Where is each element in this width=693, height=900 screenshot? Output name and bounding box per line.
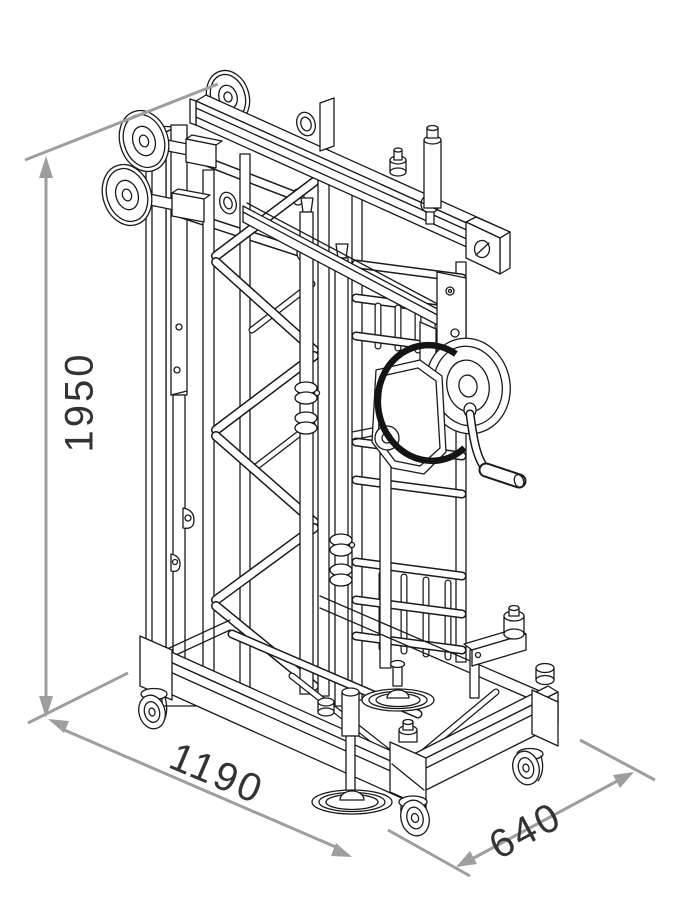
pulley-wheel-lower <box>101 163 153 227</box>
boom-roller <box>296 111 316 137</box>
arrow-upleft-icon <box>48 719 69 733</box>
base-corner-left <box>139 635 173 701</box>
caster-left <box>138 687 168 730</box>
winch-assembly <box>351 271 527 489</box>
outrigger-arm <box>463 604 527 699</box>
base-corner-right <box>531 689 559 747</box>
winch-cable <box>374 341 486 465</box>
dimension-height: 1950 <box>24 82 219 725</box>
caster-right <box>512 662 555 786</box>
pulley-wheels <box>101 109 223 227</box>
caster-front <box>398 718 430 837</box>
arrow-down-icon <box>39 696 53 718</box>
arrow-up-icon <box>39 156 53 178</box>
winch-drum <box>425 337 511 435</box>
top-boom <box>189 94 511 275</box>
arrow-downright-icon <box>331 843 352 857</box>
dimension-width-label: 1190 <box>163 734 270 813</box>
leg-cylinders <box>294 197 392 707</box>
arrow-upright-icon <box>613 772 634 788</box>
crank-handle <box>463 402 527 489</box>
guide-roller <box>219 191 237 215</box>
arrow-downleft-icon <box>456 851 477 867</box>
leveling-feet <box>311 659 435 815</box>
dimension-height-label: 1950 <box>58 352 102 453</box>
dimension-depth-label: 640 <box>482 794 570 868</box>
